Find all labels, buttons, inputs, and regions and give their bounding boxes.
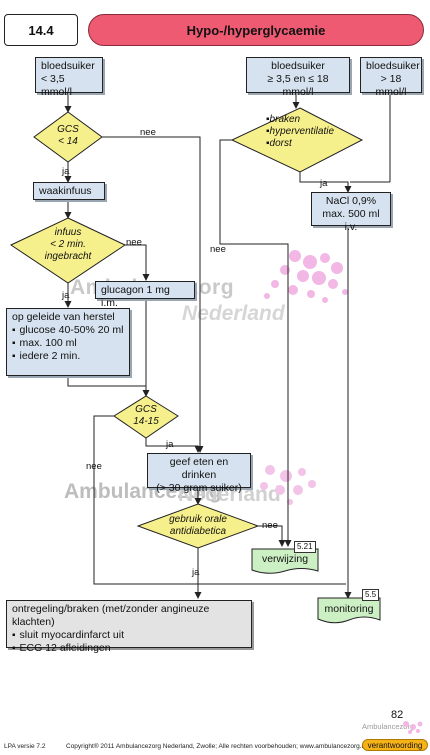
symptom-item: ▪braken xyxy=(266,114,301,125)
protocol-number: 14.4 xyxy=(4,14,78,46)
box-line: (> 30 gram suiker) xyxy=(156,482,242,494)
branch-label-ja: ja xyxy=(166,439,174,450)
branch-label-ja: ja xyxy=(320,178,328,189)
connector-line xyxy=(93,415,200,585)
branch-label-nee: nee xyxy=(86,461,102,472)
bloedsuiker-low-box: bloedsuiker < 3,5 mmol/l xyxy=(35,57,103,98)
list-item: glucose 40-50% 20 ml xyxy=(12,324,124,337)
decision-infuus-shape xyxy=(9,217,127,284)
waakinfuus-box: waakinfuus xyxy=(33,182,105,200)
decision-text: hyperventilatie xyxy=(269,126,335,137)
branch-label-ja: ja xyxy=(62,290,70,301)
symptom-item: ▪dorst xyxy=(266,138,292,149)
decision-infuus-label: infuus < 2 min. ingebracht xyxy=(30,227,106,263)
decision-text: < 14 xyxy=(58,136,78,147)
branch-label-nee: nee xyxy=(126,237,142,248)
connector-line xyxy=(125,244,150,281)
decision-gcs1415-label: GCS 14-15 xyxy=(118,404,174,428)
monitoring-label: monitoring xyxy=(324,603,374,615)
decision-text: GCS xyxy=(135,404,157,415)
box-heading: op geleide van herstel xyxy=(12,311,115,323)
branch-label-nee: nee xyxy=(140,127,156,138)
monitoring-doc-shape xyxy=(317,597,381,624)
branch-label-nee: nee xyxy=(210,244,226,255)
branch-label-ja: ja xyxy=(62,166,70,177)
box-line: NaCl 0,9% xyxy=(325,195,377,207)
list-item: sluit myocardinfarct uit xyxy=(12,629,246,642)
list-item: iedere 2 min. xyxy=(12,350,124,363)
box-line: bloedsuiker xyxy=(41,60,95,72)
footer-version: LPA versie 7.2 xyxy=(4,743,46,750)
box-line: < 3,5 mmol/l xyxy=(41,73,72,98)
monitoring-ref[interactable]: 5.5 xyxy=(362,589,380,601)
decision-text: antidiabetica xyxy=(169,526,227,537)
verantwoording-label: verantwoording xyxy=(367,740,423,750)
box-heading: ontregeling/braken (met/zonder angineuze… xyxy=(12,603,210,628)
decision-symptoms-label: ▪braken ▪hyperventilatie ▪dorst xyxy=(266,114,352,150)
decision-text: braken xyxy=(269,114,301,125)
decision-text: < 2 min. xyxy=(50,239,86,250)
decision-orale-shape xyxy=(136,503,260,549)
symptom-item: ▪hyperventilatie xyxy=(266,126,335,137)
footer-copyright: Copyright® 2011 Ambulancezorg Nederland,… xyxy=(66,743,367,750)
decision-symptoms-shape xyxy=(230,107,364,173)
decision-gcs14-label: GCS < 14 xyxy=(40,124,96,148)
list-item: max. 100 ml xyxy=(12,337,124,350)
decision-text: dorst xyxy=(269,138,292,149)
glucagon-box: glucagon 1 mg i.m. xyxy=(95,281,195,309)
footer-logo-dots xyxy=(403,721,423,734)
watermark-text: Nederland xyxy=(182,302,285,325)
box-line: geef eten en drinken xyxy=(169,456,229,481)
ontregeling-box: ontregeling/braken (met/zonder angineuze… xyxy=(6,600,252,654)
decision-gcs1415-shape xyxy=(113,395,179,439)
box-line: ≥ 3,5 en ≤ 18 mmol/l xyxy=(267,73,329,98)
connector-line xyxy=(67,376,150,397)
glucose-box: op geleide van herstel glucose 40-50% 20… xyxy=(6,308,130,376)
bloedsuiker-mid-box: bloedsuiker ≥ 3,5 en ≤ 18 mmol/l xyxy=(246,57,350,98)
page-title: Hypo-/hyperglycaemie xyxy=(88,14,424,46)
connector-line xyxy=(145,438,202,453)
connector-line xyxy=(299,172,352,193)
list-item: ECG 12 afleidingen xyxy=(12,642,246,655)
decision-text: ingebracht xyxy=(44,251,92,262)
box-line: max. 500 ml i.v. xyxy=(322,208,380,233)
watermark-logo-dots xyxy=(264,250,348,303)
verwijzing-label: verwijzing xyxy=(261,553,309,565)
connector-line xyxy=(102,136,204,453)
eten-drinken-box: geef eten en drinken (> 30 gram suiker) xyxy=(147,453,251,494)
branch-label-nee: nee xyxy=(262,520,278,531)
decision-text: GCS xyxy=(57,124,79,135)
branch-label-ja: ja xyxy=(192,567,200,578)
page-number: 82 xyxy=(391,709,404,721)
nacl-box: NaCl 0,9% max. 500 ml i.v. xyxy=(311,192,391,233)
decision-gcs14-shape xyxy=(33,111,103,163)
bloedsuiker-high-box: bloedsuiker > 18 mmol/l xyxy=(360,57,422,98)
footer-logo: Ambulancezorg xyxy=(362,722,415,731)
verantwoording-button[interactable]: verantwoording xyxy=(362,739,428,751)
decision-text: infuus xyxy=(54,227,82,238)
box-line: bloedsuiker xyxy=(271,60,325,72)
decision-orale-label: gebruik orale antidiabetica xyxy=(154,514,242,538)
watermark-text: Nederland xyxy=(178,483,281,506)
connector-line xyxy=(219,139,292,547)
box-line: > 18 mmol/l xyxy=(375,73,407,98)
verwijzing-ref[interactable]: 5.21 xyxy=(294,541,316,553)
decision-text: 14-15 xyxy=(133,416,159,427)
verwijzing-doc-shape xyxy=(251,548,319,574)
watermark-logo-dots xyxy=(260,465,316,505)
decision-text: gebruik orale xyxy=(169,514,227,525)
connector-line xyxy=(258,525,286,547)
box-line: bloedsuiker xyxy=(366,60,420,72)
